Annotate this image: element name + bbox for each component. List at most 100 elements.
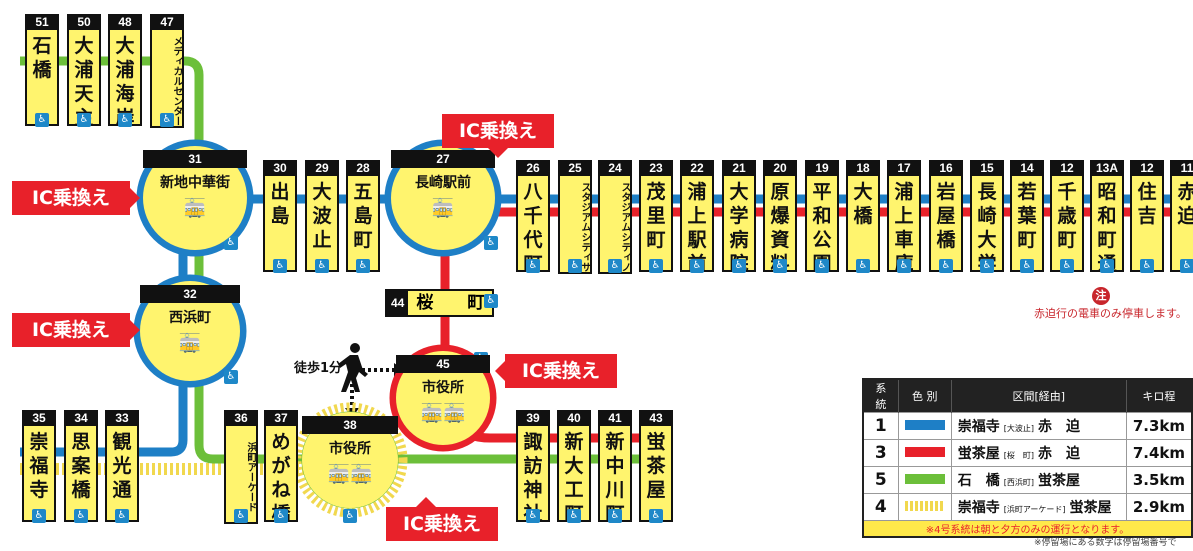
stop-name: 原 爆 資 料 館 — [763, 176, 797, 272]
stop-number: 37 — [264, 410, 298, 426]
wheelchair-icon: ♿ — [815, 259, 829, 273]
tram-stop-48[interactable]: 48大浦海岸通 — [108, 14, 142, 126]
stop-name: 大 橋 — [846, 176, 880, 272]
route-from: 崇福寺 — [957, 419, 1000, 435]
walk-arrows — [350, 368, 394, 408]
hub-38[interactable]: 38 市役所 🚋🚋 — [302, 412, 398, 508]
legend-km: 2.9km — [1126, 493, 1193, 521]
tram-stop-50[interactable]: 50大浦天主堂 — [67, 14, 101, 126]
stop-name: 大 学 病 院 — [722, 176, 756, 272]
hub-27[interactable]: 27 長崎駅前 🚋 — [391, 146, 495, 250]
route-via: [大波止] — [1003, 424, 1034, 433]
stop-number: 16 — [929, 160, 963, 176]
stop-number: 28 — [346, 160, 380, 176]
stop-number: 13A — [1090, 160, 1124, 176]
hub-name: 長崎駅前 — [415, 175, 471, 191]
wheelchair-icon: ♿ — [649, 509, 663, 523]
legend-row: 1 崇福寺[大波止]赤 迫 7.3km — [863, 412, 1193, 440]
color-swatch — [904, 474, 945, 484]
tram-stop-40[interactable]: 40新 大 工 町 — [557, 410, 591, 522]
hub-ring-45 — [389, 344, 497, 452]
stop-name: 大 波 止 — [305, 176, 339, 272]
wheelchair-icon: ♿ — [568, 259, 582, 273]
tram-icon: 🚋🚋 — [420, 403, 466, 424]
stop-number: 22 — [680, 160, 714, 176]
hub-32[interactable]: 32 西浜町 🚋 — [140, 281, 240, 381]
tram-stop-15[interactable]: 15長 崎 大 学 — [970, 160, 1004, 272]
stop-name: 住 吉 — [1130, 176, 1164, 272]
tram-stop-19[interactable]: 19平 和 公 園 — [805, 160, 839, 272]
legend-header-section: 区間[経由] — [951, 379, 1127, 413]
wheelchair-icon: ♿ — [32, 509, 46, 523]
tram-stop-37[interactable]: 37め が ね 橋 — [264, 410, 298, 522]
tram-stop-39[interactable]: 39諏 訪 神 社 — [516, 410, 550, 522]
tram-stop-26[interactable]: 26八 千 代 町 — [516, 160, 550, 272]
stop-number: 36 — [224, 410, 258, 426]
tram-stop-22[interactable]: 22浦 上 駅 前 — [680, 160, 714, 272]
stop-name: 桜 町 — [416, 293, 485, 313]
stop-name: 岩 屋 橋 — [929, 176, 963, 272]
ic-transfer-label: IC乗換え — [442, 114, 554, 158]
stop-name: め が ね 橋 — [264, 426, 298, 522]
tram-icon: 🚋🚋 — [327, 464, 373, 485]
stop-number: 11 — [1170, 160, 1193, 176]
stop-number: 29 — [305, 160, 339, 176]
stop-name: メディカルセンター — [150, 30, 184, 128]
tram-stop-20[interactable]: 20原 爆 資 料 館 — [763, 160, 797, 272]
walking-person-icon — [338, 343, 368, 392]
hub-45[interactable]: 45 市役所 🚋🚋 — [396, 351, 490, 445]
wheelchair-icon: ♿ — [773, 259, 787, 273]
stop-name: 浜町アーケード — [224, 426, 258, 524]
wheelchair-icon: ♿ — [526, 509, 540, 523]
wheelchair-icon: ♿ — [35, 113, 49, 127]
tram-icon: 🚋 — [431, 198, 455, 219]
tram-stop-21[interactable]: 21大 学 病 院 — [722, 160, 756, 272]
route-via: [西浜町] — [1003, 478, 1034, 487]
wheelchair-icon: ♿ — [160, 113, 174, 127]
legend-system: 3 — [863, 439, 899, 467]
color-swatch — [904, 501, 945, 511]
stop-name: 千 歳 町 — [1050, 176, 1084, 272]
legend-km: 7.4km — [1126, 439, 1193, 467]
legend-color — [898, 412, 952, 440]
wheelchair-icon: ♿ — [234, 509, 248, 523]
tram-icon: 🚋 — [183, 198, 207, 219]
wheelchair-icon: ♿ — [273, 259, 287, 273]
hub-31[interactable]: 31 新地中華街 🚋 — [143, 146, 247, 250]
tram-stop-17[interactable]: 17浦 上 車 庫 — [887, 160, 921, 272]
hub-name: 市役所 — [422, 380, 464, 396]
hub-number: 27 — [391, 150, 495, 168]
note-mark-text: 注 — [1095, 289, 1107, 302]
tram-icon: 🚋 — [178, 333, 202, 354]
route-legend: 系 統 色 別 区間[経由] キロ程 1 崇福寺[大波止]赤 迫 7.3km 3… — [862, 378, 1193, 538]
stop-number: 12 — [1050, 160, 1084, 176]
stop-44[interactable]: 44 桜 町 — [385, 289, 495, 317]
stop-name: 若 葉 町 — [1010, 176, 1044, 272]
tram-stop-41[interactable]: 41新 中 川 町 — [598, 410, 632, 522]
stop-name: 五 島 町 — [346, 176, 380, 272]
stop-name: 崇 福 寺 — [22, 426, 56, 522]
tram-stop-11[interactable]: 11赤 迫 — [1170, 160, 1193, 272]
stop-number: 21 — [722, 160, 756, 176]
stop-number: 35 — [22, 410, 56, 426]
legend-color — [898, 439, 952, 467]
